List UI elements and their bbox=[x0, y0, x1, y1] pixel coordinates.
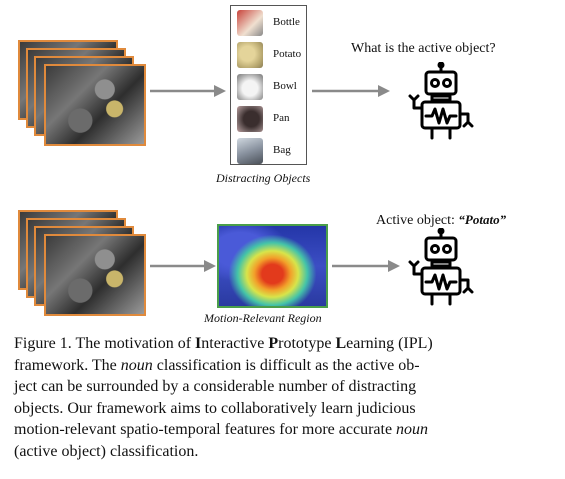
active-object-text: Active object: “Potato” bbox=[376, 212, 506, 229]
list-item: Bottle bbox=[235, 10, 305, 38]
object-label: Bag bbox=[273, 144, 291, 156]
arrow-icon bbox=[150, 85, 226, 97]
distracting-objects-list: Bottle Potato Bowl Pan Bag bbox=[230, 5, 307, 165]
object-label: Pan bbox=[273, 112, 290, 124]
list-item: Potato bbox=[235, 42, 305, 70]
list-item: Bag bbox=[235, 138, 305, 166]
motion-heatmap-image bbox=[217, 224, 328, 308]
motion-region-caption: Motion-Relevant Region bbox=[204, 311, 322, 325]
caption-line: ject can be surrounded by a considerable… bbox=[14, 378, 417, 395]
caption-line: (active object) classification. bbox=[14, 442, 199, 460]
object-label: Bowl bbox=[273, 80, 297, 92]
bag-thumbnail bbox=[237, 138, 263, 164]
robot-icon bbox=[408, 228, 474, 306]
bottle-thumbnail bbox=[237, 10, 263, 36]
robot-icon bbox=[408, 62, 474, 140]
object-label: Potato bbox=[273, 48, 302, 60]
caption-line: Figure 1. The motivation of Interactive … bbox=[14, 335, 433, 352]
object-label: Bottle bbox=[273, 16, 300, 28]
list-item: Pan bbox=[235, 106, 305, 134]
caption-line: motion-relevant spatio-temporal features… bbox=[14, 421, 429, 438]
distracting-objects-caption: Distracting Objects bbox=[216, 171, 311, 185]
active-object-value: “Potato” bbox=[458, 212, 507, 227]
caption-line: objects. Our framework aims to collabora… bbox=[14, 399, 416, 417]
video-frame bbox=[44, 64, 146, 146]
arrow-icon bbox=[332, 260, 400, 272]
figure-caption: Figure 1. The motivation of Interactive … bbox=[14, 333, 554, 462]
question-text: What is the active object? bbox=[351, 41, 496, 56]
pan-thumbnail bbox=[237, 106, 263, 132]
arrow-icon bbox=[312, 85, 390, 97]
arrow-icon bbox=[150, 260, 216, 272]
video-frame bbox=[44, 234, 146, 316]
active-object-prefix: Active object: bbox=[376, 213, 455, 228]
bowl-thumbnail bbox=[237, 74, 263, 100]
caption-line: framework. The noun classification is di… bbox=[14, 356, 420, 374]
potato-thumbnail bbox=[237, 42, 263, 68]
list-item: Bowl bbox=[235, 74, 305, 102]
